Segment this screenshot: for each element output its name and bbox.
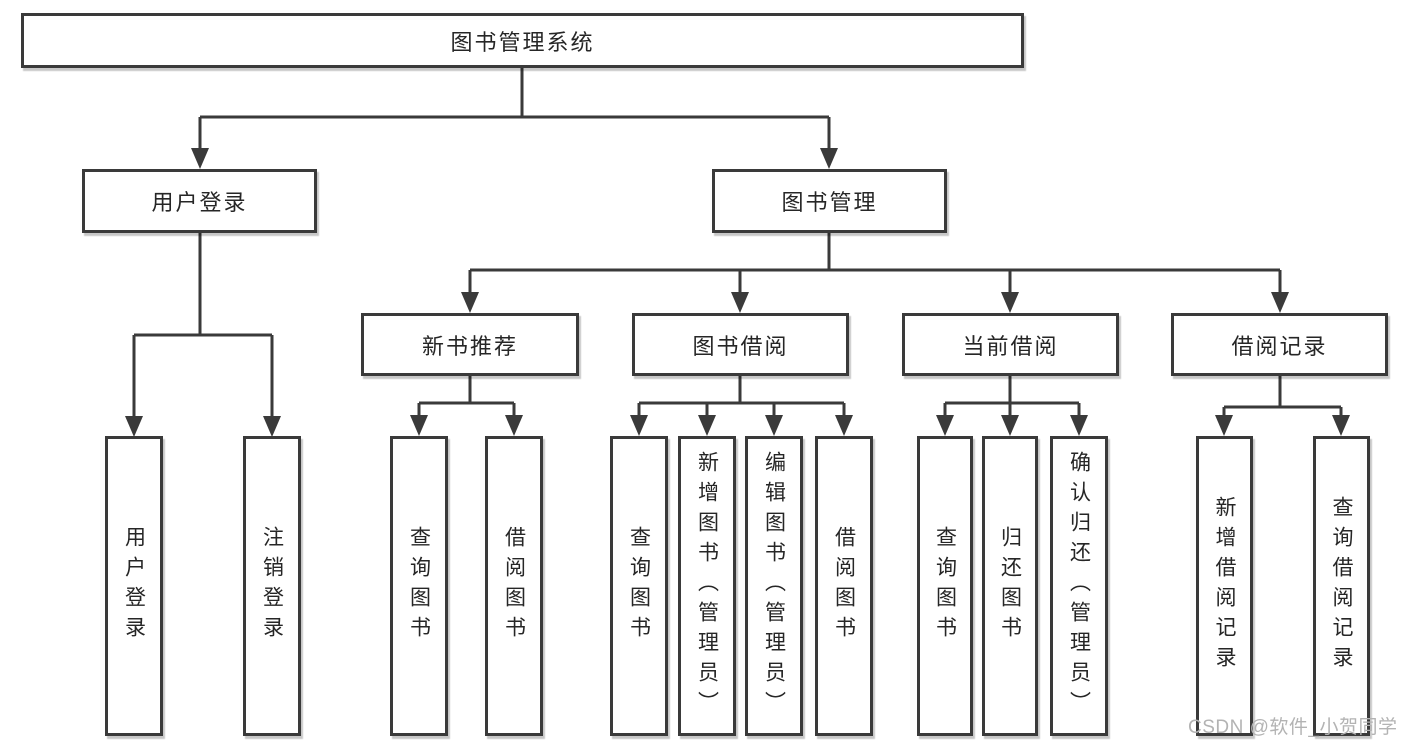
leaf-label: 查询图书 bbox=[407, 526, 431, 646]
leaf-current-return-books: 归还图书 bbox=[982, 436, 1038, 736]
leaf-label: 用户登录 bbox=[122, 526, 146, 646]
leaf-label: 借阅图书 bbox=[832, 526, 856, 646]
leaf-borrowing-add-books-admin: 新增图书（管理员） bbox=[678, 436, 736, 736]
leaf-label: 确认归还（管理员） bbox=[1067, 451, 1091, 721]
leaf-label: 新增借阅记录 bbox=[1213, 496, 1236, 676]
leaf-label: 归还图书 bbox=[998, 526, 1022, 646]
leaf-label: 借阅图书 bbox=[502, 526, 526, 646]
node-new-book-recommendation: 新书推荐 bbox=[361, 313, 579, 376]
leaf-records-query-record: 查询借阅记录 bbox=[1313, 436, 1370, 736]
node-borrowing-records: 借阅记录 bbox=[1171, 313, 1388, 376]
leaf-current-confirm-return-admin: 确认归还（管理员） bbox=[1050, 436, 1108, 736]
leaf-label: 查询图书 bbox=[627, 526, 651, 646]
node-current-borrowing: 当前借阅 bbox=[902, 313, 1119, 376]
leaf-logout: 注销登录 bbox=[243, 436, 301, 736]
node-library-management-system: 图书管理系统 bbox=[21, 13, 1024, 68]
leaf-newbook-borrow-books: 借阅图书 bbox=[485, 436, 543, 736]
node-label: 借阅记录 bbox=[1231, 333, 1328, 359]
leaf-borrowing-borrow-books: 借阅图书 bbox=[815, 436, 873, 736]
leaf-records-add-record: 新增借阅记录 bbox=[1196, 436, 1253, 736]
leaf-label: 查询图书 bbox=[933, 526, 957, 646]
node-label: 用户登录 bbox=[151, 190, 248, 215]
node-book-management: 图书管理 bbox=[712, 169, 947, 233]
leaf-borrowing-edit-books-admin: 编辑图书（管理员） bbox=[745, 436, 803, 736]
node-user-login-group: 用户登录 bbox=[82, 169, 317, 233]
node-book-borrowing: 图书借阅 bbox=[632, 313, 849, 376]
leaf-label: 查询借阅记录 bbox=[1330, 496, 1353, 676]
leaf-borrowing-query-books: 查询图书 bbox=[610, 436, 668, 736]
node-label: 图书借阅 bbox=[692, 333, 789, 359]
node-label: 当前借阅 bbox=[962, 333, 1059, 359]
leaf-label: 编辑图书（管理员） bbox=[762, 451, 786, 721]
leaf-user-login: 用户登录 bbox=[105, 436, 163, 736]
node-label: 新书推荐 bbox=[421, 333, 518, 359]
leaf-label: 注销登录 bbox=[260, 526, 284, 646]
csdn-watermark: CSDN @软件_小贺同学 bbox=[1188, 717, 1398, 738]
node-label: 图书管理系统 bbox=[450, 29, 595, 55]
leaf-label: 新增图书（管理员） bbox=[695, 451, 719, 721]
node-label: 图书管理 bbox=[781, 190, 878, 215]
leaf-newbook-query-books: 查询图书 bbox=[390, 436, 448, 736]
leaf-current-query-books: 查询图书 bbox=[917, 436, 973, 736]
